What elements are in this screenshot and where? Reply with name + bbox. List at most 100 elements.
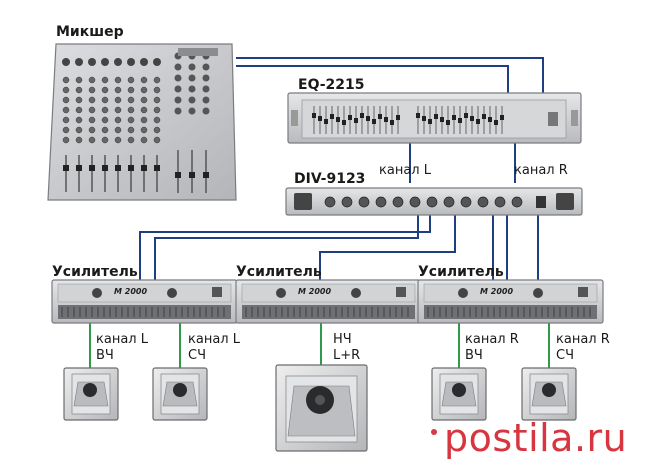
mixer-knob	[62, 76, 70, 84]
mixer-master-knob	[188, 85, 196, 93]
amplifier-knob-left	[458, 288, 468, 298]
amplifier-power-switch	[396, 287, 406, 297]
mixer-input-jack	[101, 58, 109, 66]
mixer-master-cap	[203, 172, 209, 178]
mixer-knob	[127, 126, 135, 134]
eq-slider-cap	[470, 116, 474, 121]
speaker-cabinet-small	[431, 367, 487, 421]
eq-power-switch	[548, 112, 558, 126]
mixer-master-knob	[202, 96, 210, 104]
mixer-knob	[101, 136, 109, 144]
mixer-knob	[75, 76, 83, 84]
eq-slider-cap	[336, 117, 340, 122]
mixer-knob	[140, 126, 148, 134]
eq-slider-cap	[330, 114, 334, 119]
mixer-fader-cap	[102, 165, 108, 171]
channel-left-label: канал L	[379, 163, 432, 178]
eq-slider-cap	[476, 119, 480, 124]
cable-mixer-eq-2	[236, 65, 509, 93]
mixer-knob	[140, 116, 148, 124]
mixer-knob	[140, 96, 148, 104]
blue-cables	[139, 57, 544, 280]
mixer-input-jack	[127, 58, 135, 66]
mixer: Микшер	[47, 24, 237, 201]
speaker-driver-icon	[173, 383, 187, 397]
speaker-driver-icon	[542, 383, 556, 397]
div-knob	[477, 196, 489, 208]
mixer-master-knob	[188, 74, 196, 82]
amplifier-knob-right	[167, 288, 177, 298]
eq-rack-ear-left	[291, 110, 298, 126]
div-knob	[426, 196, 438, 208]
div-knob	[511, 196, 523, 208]
mixer-knob	[62, 106, 70, 114]
cable-div-amp1-b	[154, 215, 419, 280]
eq-slider-cap	[372, 119, 376, 124]
mixer-master-knob	[202, 85, 210, 93]
mixer-display	[178, 48, 218, 56]
eq-label: EQ-2215	[298, 77, 365, 93]
mixer-knob	[88, 136, 96, 144]
eq-slider-cap	[416, 113, 420, 118]
eq-slider-cap	[440, 117, 444, 122]
cable-mixer-eq-1	[236, 57, 544, 93]
mixer-knob	[114, 86, 122, 94]
mixer-knob	[153, 126, 161, 134]
watermark-logo-icon	[431, 429, 437, 435]
mixer-input-jack	[140, 58, 148, 66]
mixer-master-knob	[202, 107, 210, 115]
mixer-knob	[101, 106, 109, 114]
watermark-text: postila.ru	[444, 416, 627, 460]
mixer-knob	[62, 136, 70, 144]
mixer-input-jack	[88, 58, 96, 66]
mixer-input-jack	[153, 58, 161, 66]
mixer-knob	[88, 106, 96, 114]
mixer-knob	[127, 106, 135, 114]
amplifier-vent-panel	[58, 305, 231, 319]
mixer-fader-cap	[76, 165, 82, 171]
mixer-knob	[88, 126, 96, 134]
mixer-fader-cap	[141, 165, 147, 171]
div-knob	[392, 196, 404, 208]
speaker-cabinet-large	[275, 364, 368, 452]
speaker-label-1-line2: ВЧ	[96, 348, 114, 363]
div-knob	[341, 196, 353, 208]
eq-slider-cap	[312, 113, 316, 118]
woofer-dustcap	[315, 395, 325, 405]
div-knob	[460, 196, 472, 208]
speaker-label-3-line2: L+R	[333, 348, 360, 363]
div-knobs	[294, 193, 574, 210]
mixer-master-knob	[174, 63, 182, 71]
mixer-input-jack	[62, 58, 70, 66]
mixer-master-knob	[174, 74, 182, 82]
mixer-fader-cap	[89, 165, 95, 171]
mixer-knob	[101, 126, 109, 134]
eq-rack-ear-right	[571, 110, 578, 126]
speaker-cabinet-small	[152, 367, 208, 421]
eq-slider-cap	[348, 115, 352, 120]
eq-slider-cap	[446, 120, 450, 125]
mixer-knob	[75, 116, 83, 124]
mixer-knob	[75, 126, 83, 134]
mixer-master-cap	[175, 172, 181, 178]
mixer-knob	[140, 76, 148, 84]
mixer-knob	[88, 96, 96, 104]
amplifier-knob-right	[533, 288, 543, 298]
mixer-knob	[140, 106, 148, 114]
mixer-knob	[88, 86, 96, 94]
eq-slider-cap	[428, 119, 432, 124]
amplifier-model: M 2000	[114, 287, 147, 296]
mixer-knob	[88, 116, 96, 124]
div-knob	[324, 196, 336, 208]
crossover: DIV-9123	[285, 171, 583, 216]
speaker-labels: канал L ВЧ канал L СЧ НЧ L+R канал R ВЧ …	[96, 332, 610, 363]
mixer-knob	[127, 136, 135, 144]
channel-right-label: канал R	[514, 163, 568, 178]
mixer-knob	[101, 96, 109, 104]
speaker-label-4-line2: ВЧ	[465, 348, 483, 363]
eq-slider-cap	[366, 116, 370, 121]
mixer-knob	[101, 76, 109, 84]
speaker-label-3-line1: НЧ	[333, 332, 352, 347]
